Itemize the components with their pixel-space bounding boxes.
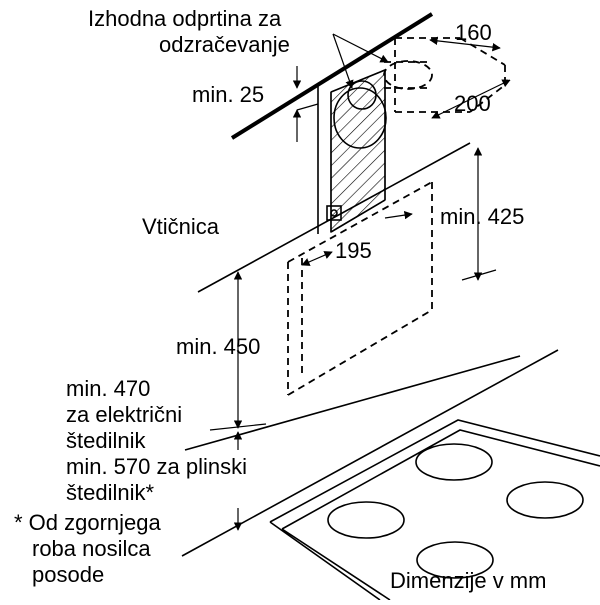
outlet-inner-circle-icon	[347, 80, 377, 110]
min425-label: min. 425	[440, 204, 524, 229]
hood-body-outline	[287, 181, 433, 396]
dim160-line	[429, 36, 501, 52]
burner-front-left-icon	[327, 501, 405, 539]
note-line2: za električni	[66, 402, 182, 427]
chimney-hatching	[330, 69, 386, 234]
burner-front-right-icon	[416, 541, 494, 579]
dim195-ext	[384, 210, 413, 220]
footnote-line3: posode	[32, 562, 104, 587]
footnote-line1: * Od zgornjega	[14, 510, 162, 535]
burner-back-left-icon	[415, 443, 493, 481]
dim-160-label: 160	[455, 20, 492, 45]
dim200-line	[431, 79, 511, 119]
note-line3: štedilnik	[66, 428, 146, 453]
outlet-duct	[384, 61, 432, 89]
socket-hole-icon	[330, 209, 338, 217]
cooktop-panel	[269, 419, 600, 601]
outlet-ellipse	[383, 60, 433, 90]
dim195-line	[301, 251, 333, 266]
note-line4: min. 570 za plinski	[66, 454, 247, 479]
hood-top-line	[197, 142, 471, 293]
dim-195-label: 195	[335, 238, 372, 263]
outlet-pointer-1	[332, 33, 354, 89]
outlet-label-line2: odzračevanje	[159, 32, 290, 57]
cooktop-base-line	[181, 349, 559, 557]
note-line5: štedilnik*	[66, 480, 154, 505]
min425-ext	[461, 269, 497, 281]
dim-200-label: 200	[454, 91, 491, 116]
min450-ext	[209, 423, 267, 431]
footnote-line2: roba nosilca	[32, 536, 151, 561]
min450-label: min. 450	[176, 334, 260, 359]
ceiling-line	[230, 12, 434, 140]
socket-label: Vtičnica	[142, 214, 220, 239]
min25-ext	[296, 103, 319, 111]
units-label: Dimenzije v mm	[390, 568, 546, 593]
outlet-label-line1: Izhodna odprtina za	[88, 6, 282, 31]
cooktop-edge-line	[184, 355, 521, 451]
outlet-box-outline	[394, 37, 506, 113]
min25-label: min. 25	[192, 82, 264, 107]
note-line1: min. 470	[66, 376, 150, 401]
outlet-circle-icon	[333, 87, 387, 149]
outlet-pointer-2	[332, 33, 389, 63]
burner-back-right-icon	[506, 481, 584, 519]
